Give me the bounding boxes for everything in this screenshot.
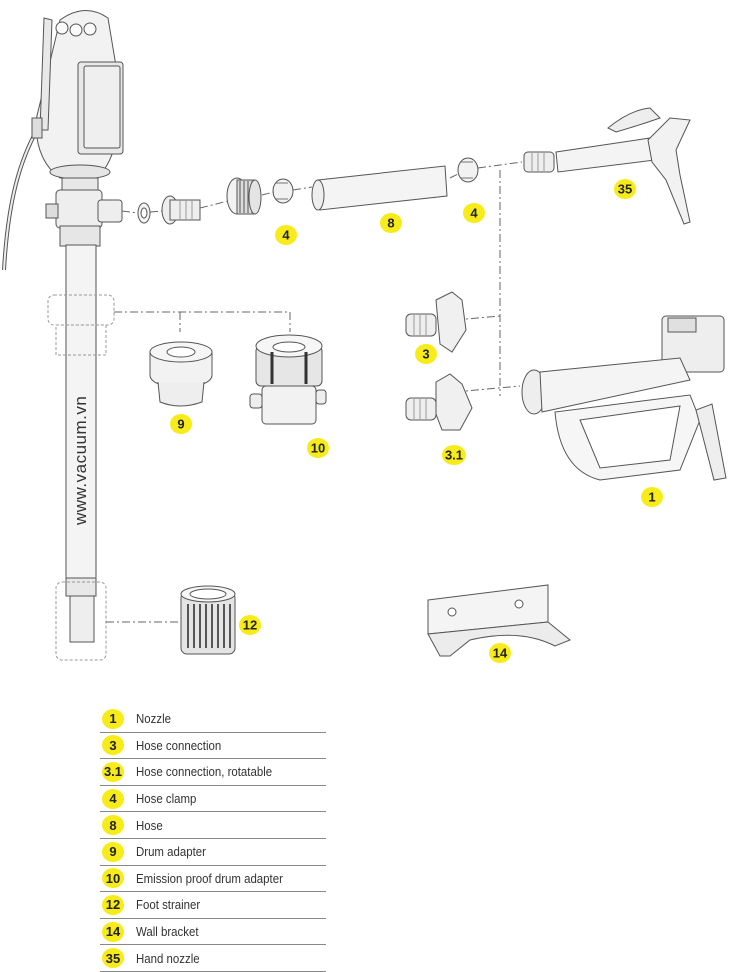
callout-10-label: 10: [311, 441, 325, 456]
callout-12: 12: [239, 615, 261, 635]
callout-8-label: 8: [387, 216, 394, 231]
legend-label: Foot strainer: [136, 897, 201, 913]
legend-row: 35 Hand nozzle: [100, 945, 326, 972]
legend-number: 35: [102, 948, 124, 969]
callout-14-label: 14: [493, 646, 508, 661]
callout-3-1-label: 3.1: [445, 448, 463, 463]
legend-label: Hose clamp: [136, 791, 197, 807]
legend-number: 8: [102, 815, 124, 836]
callout-9-label: 9: [177, 417, 184, 432]
legend-label: Wall bracket: [136, 924, 199, 940]
callout-10: 10: [307, 438, 329, 458]
hose-clamp-right: [457, 157, 479, 183]
callout-35: 35: [614, 179, 636, 199]
exploded-parts-diagram: www.vacuum.vn 4 8 4 35 3 3.1 1 9 10 12 1…: [2, 10, 727, 663]
legend-label: Hand nozzle: [136, 950, 200, 966]
legend-label: Hose: [136, 817, 163, 833]
drum-adapter: [149, 341, 213, 407]
hose: [311, 165, 448, 211]
legend-number: 1: [102, 708, 124, 729]
hose-connection-rotatable: [405, 373, 473, 431]
callout-4a: 4: [275, 225, 297, 245]
callout-3-label: 3: [422, 347, 429, 362]
legend-label: Hose connection, rotatable: [136, 764, 273, 780]
legend-label: Emission proof drum adapter: [136, 870, 283, 886]
legend-number: 9: [102, 841, 124, 862]
callout-3-1: 3.1: [442, 445, 466, 465]
union-nut: [226, 177, 262, 215]
callout-4a-label: 4: [282, 228, 290, 243]
legend-row: 14 Wall bracket: [100, 919, 326, 946]
legend-row: 8 Hose: [100, 812, 326, 839]
callout-35-label: 35: [618, 182, 632, 197]
callout-14: 14: [489, 643, 511, 663]
callout-8: 8: [380, 213, 402, 233]
legend-row: 9 Drum adapter: [100, 839, 326, 866]
pump-motor: [31, 10, 124, 180]
legend-number: 3: [102, 735, 124, 756]
legend-row: 4 Hose clamp: [100, 786, 326, 813]
emission-proof-drum-adapter: [249, 334, 327, 425]
callout-3: 3: [415, 344, 437, 364]
hose-clamp-left: [272, 178, 294, 204]
callout-1: 1: [641, 487, 663, 507]
parts-legend: 1 Nozzle 3 Hose connection 3.1 Hose connect…: [100, 706, 326, 972]
legend-label: Drum adapter: [136, 844, 206, 860]
legend-row: 1 Nozzle: [100, 706, 326, 733]
foot-strainer: [180, 585, 236, 655]
hose-connection: [405, 291, 467, 353]
legend-row: 12 Foot strainer: [100, 892, 326, 919]
nozzle: [521, 315, 727, 481]
legend-row: 10 Emission proof drum adapter: [100, 866, 326, 893]
legend-label: Hose connection: [136, 737, 222, 753]
legend-number: 14: [102, 921, 124, 942]
legend-number: 4: [102, 788, 124, 809]
legend-row: 3 Hose connection: [100, 733, 326, 760]
hand-nozzle: [523, 107, 691, 225]
legend-number: 12: [102, 894, 124, 915]
legend-label: Nozzle: [136, 711, 171, 727]
watermark-text: www.vacuum.vn: [71, 396, 90, 526]
callout-12-label: 12: [243, 618, 257, 633]
legend-row: 3.1 Hose connection, rotatable: [100, 759, 326, 786]
legend-number: 10: [102, 868, 124, 889]
wall-bracket: [427, 584, 571, 657]
callout-1-label: 1: [648, 490, 655, 505]
callout-4b: 4: [463, 203, 485, 223]
hose-fitting: [161, 195, 201, 225]
pump-head: [45, 177, 123, 247]
callout-4b-label: 4: [470, 206, 478, 221]
legend-number: 3.1: [102, 761, 124, 782]
callout-9: 9: [170, 414, 192, 434]
power-cable: [2, 127, 40, 271]
